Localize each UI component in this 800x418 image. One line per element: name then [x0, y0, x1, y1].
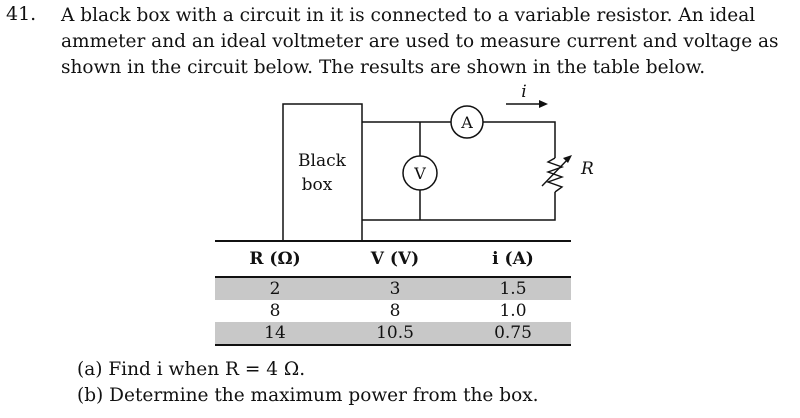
current-arrow-head	[539, 100, 548, 108]
table-cell: 8	[269, 301, 281, 321]
top-wire-right	[483, 121, 556, 158]
question-stem: A black box with a circuit in it is conn…	[61, 5, 779, 78]
bottom-wire	[362, 192, 556, 221]
variable-resistor	[545, 157, 565, 193]
part-b: (b) Determine the maximum power from the…	[77, 385, 539, 406]
part-a: (a) Find i when R = 4 Ω.	[77, 359, 306, 380]
variable-resistor-arrow	[541, 157, 570, 187]
resistor-label: R	[580, 159, 594, 179]
black-box	[282, 103, 363, 242]
table-cell: 1.5	[455, 277, 571, 300]
table-row: 2 3 1.5	[215, 277, 571, 300]
voltmeter-label: V	[413, 164, 426, 183]
table-cell: 0.75	[455, 322, 571, 345]
question-number: 41.	[6, 3, 37, 25]
table-cell: 1.0	[499, 301, 527, 321]
table-header-r: R (Ω)	[215, 241, 335, 278]
variable-resistor-arrow-head	[563, 155, 572, 163]
table-header-v: V (V)	[335, 241, 455, 278]
table-cell: 14	[215, 322, 335, 345]
results-table: R (Ω) V (V) i (A) 2 3 1.5 8 8 1.0 14 10.…	[215, 240, 571, 346]
table-header-row: R (Ω) V (V) i (A)	[215, 241, 571, 278]
table-header-i: i (A)	[455, 241, 571, 278]
voltmeter	[402, 155, 438, 191]
table-cell: 3	[335, 277, 455, 300]
black-box-label-line1: Black	[298, 151, 347, 171]
ammeter-label: A	[460, 113, 473, 132]
table-cell: 8	[389, 301, 401, 321]
table-row: 14 10.5 0.75	[215, 322, 571, 345]
table-row: 8 8 1.0	[215, 300, 571, 322]
black-box-label-line2: box	[302, 175, 333, 195]
ammeter	[450, 105, 484, 139]
table-cell: 2	[215, 277, 335, 300]
current-label: i	[521, 82, 526, 102]
table-cell: 10.5	[335, 322, 455, 345]
